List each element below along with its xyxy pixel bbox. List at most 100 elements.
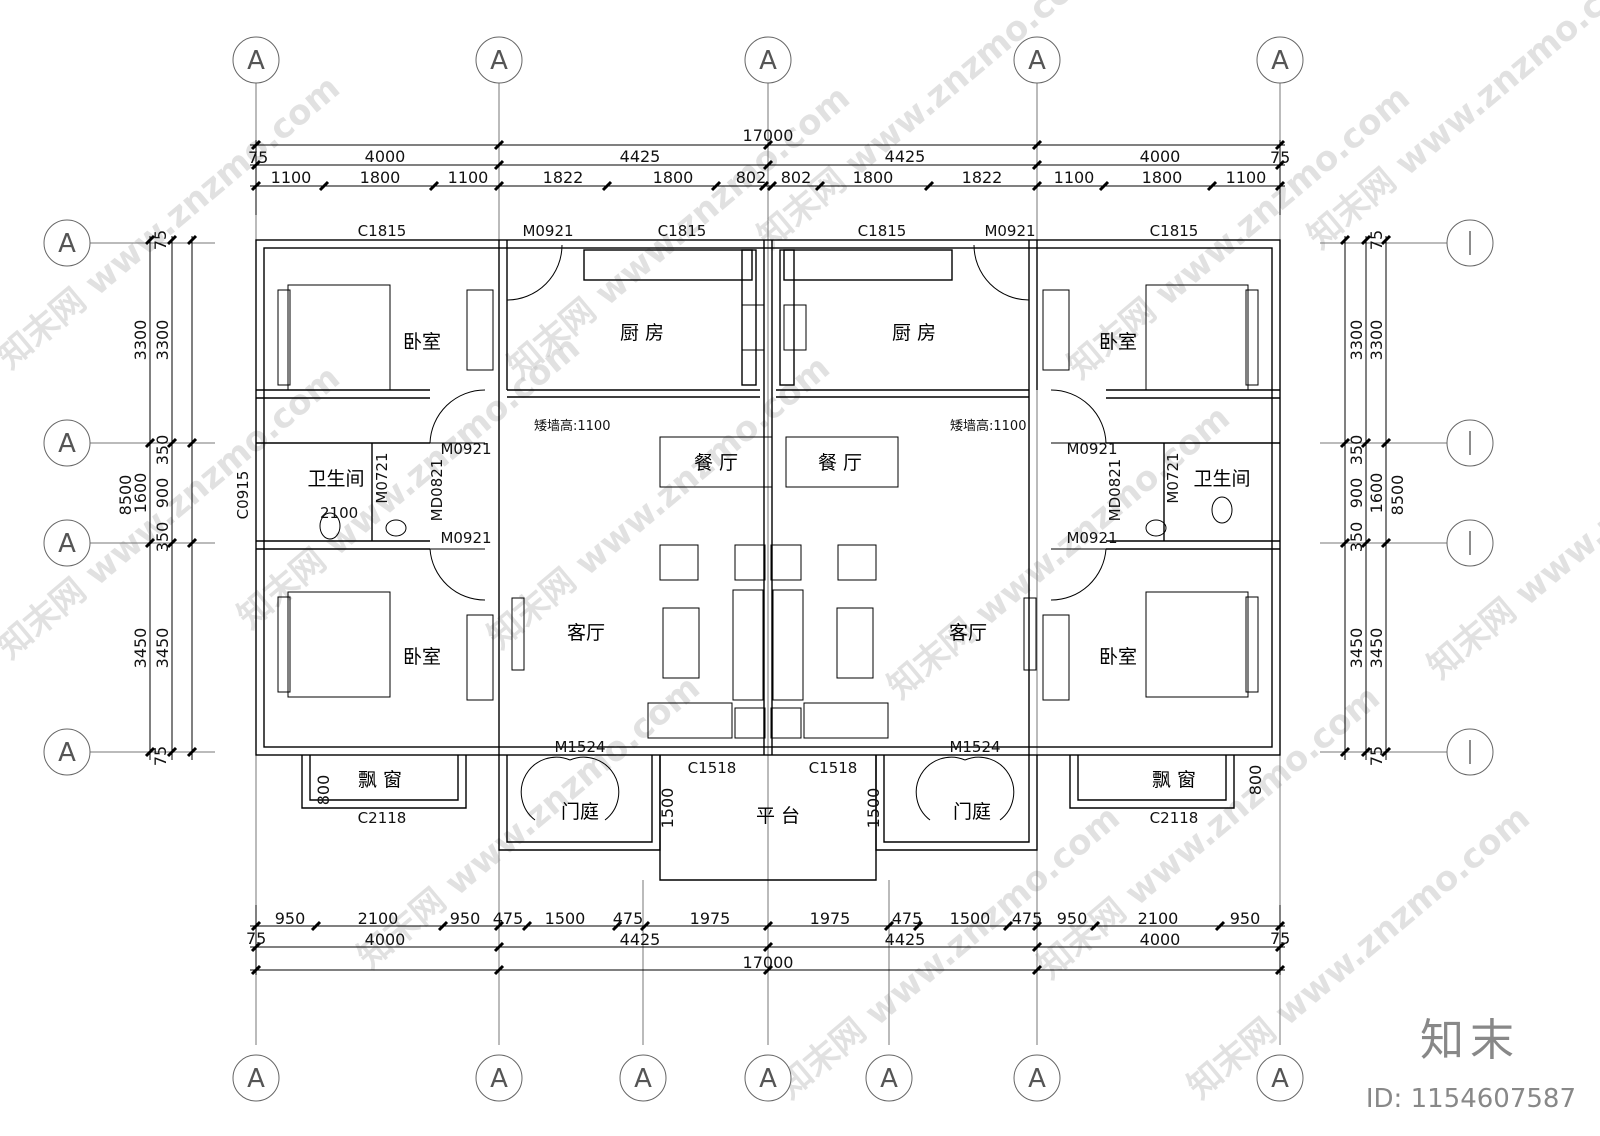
top-edge-dimension-right: 75: [1270, 148, 1290, 167]
bottom-detail-dimension: 2100: [358, 909, 399, 928]
dimension-tick: [1206, 180, 1218, 192]
window-code: C1815: [858, 222, 907, 240]
watermark-text: 知末网 www.znzmo.com: [880, 398, 1238, 707]
door-code: M0921: [440, 440, 491, 458]
dimension-tick: [166, 537, 178, 549]
axis-bubble-label: A: [58, 429, 76, 459]
dimension-tick: [1360, 437, 1372, 449]
window-code: C2118: [1150, 809, 1199, 827]
axis-bubble-label: A: [759, 46, 777, 76]
door-code: MD0821: [428, 459, 446, 522]
door-swings: [429, 244, 1107, 821]
bay-depth-dimension: 800: [1246, 765, 1265, 796]
axis-bubble-label: A: [759, 1064, 777, 1094]
left-outer-dimension: 1600: [131, 473, 150, 514]
door-code: MD0821: [1106, 459, 1124, 522]
axis-bubble-right: [1446, 219, 1494, 267]
walls: [255, 239, 1281, 881]
bottom-edge-dimension-left: 75: [246, 929, 266, 948]
axis-bubble-label: A: [247, 46, 265, 76]
axis-bubble: A: [744, 1054, 792, 1102]
dimension-tick: [144, 437, 156, 449]
dimension-tick: [601, 180, 613, 192]
dimension-tick: [762, 964, 774, 976]
top-dimension-ticks: [250, 139, 1286, 192]
bottom-detail-dimension: 950: [1057, 909, 1088, 928]
dimension-tick: [493, 159, 505, 171]
door-code: M0921: [1066, 529, 1117, 547]
bottom-detail-dimension: 1500: [545, 909, 586, 928]
bottom-detail-dimension: 1975: [690, 909, 731, 928]
dimension-tick: [1002, 920, 1014, 932]
dimension-tick: [166, 234, 178, 246]
dimension-tick: [1274, 139, 1286, 151]
dimension-tick: [1339, 234, 1351, 246]
dimension-tick: [428, 180, 440, 192]
low-wall-note: 矮墙高:1100: [950, 418, 1026, 434]
left-inner-dimension: 3450: [153, 628, 172, 669]
axis-bubble: A: [475, 1054, 523, 1102]
top-main-dimension: 4425: [885, 147, 926, 166]
room-label-dining: 餐 厅: [694, 452, 738, 474]
dimension-tick: [493, 180, 505, 192]
axis-bubble: A: [232, 36, 280, 84]
dimension-tick: [250, 139, 262, 151]
bottom-total-dimension: 17000: [743, 953, 794, 972]
door-code: M1524: [554, 738, 605, 756]
dimension-tick: [521, 920, 533, 932]
image-id-label: ID: 1154607587: [1365, 1084, 1576, 1114]
window-code: C0915: [234, 471, 252, 520]
dimension-tick: [758, 180, 770, 192]
dimension-tick: [762, 941, 774, 953]
room-label-bathroom: 卫生间: [307, 468, 364, 490]
bottom-main-dimension: 4000: [365, 930, 406, 949]
dimension-tick: [1031, 941, 1043, 953]
door-code: M0921: [1066, 440, 1117, 458]
side-dimension-lines: [149, 236, 1387, 760]
top-detail-dimension: 802: [781, 168, 812, 187]
right-outer-dimension: 900: [1347, 478, 1366, 509]
bottom-dimension-ticks: [250, 920, 1286, 976]
platform-depth-dimension: 1500: [658, 788, 677, 829]
left-edge-dimension: 75: [151, 230, 170, 250]
dimension-tick: [186, 234, 198, 246]
right-inner-dimension: 3300: [1367, 320, 1386, 361]
axis-bubble-label: A: [58, 738, 76, 768]
dimension-tick: [144, 537, 156, 549]
bottom-detail-dimension: 475: [892, 909, 923, 928]
axis-bubble-label: A: [1271, 46, 1289, 76]
furniture: [277, 284, 1259, 739]
top-detail-dimension: 1800: [1142, 168, 1183, 187]
door-code: M0921: [984, 222, 1035, 240]
axis-bubble: A: [43, 519, 91, 567]
dimension-tick: [762, 920, 774, 932]
dimension-tick: [493, 941, 505, 953]
room-label-bedroom: 卧室: [403, 646, 441, 668]
dimension-tick: [1360, 537, 1372, 549]
axis-bubble-right: [1446, 419, 1494, 467]
dimension-tick: [883, 920, 895, 932]
axis-bubble-label: A: [490, 1064, 508, 1094]
axis-bubble-label: A: [58, 529, 76, 559]
door-code: M0721: [373, 452, 391, 503]
watermark-text: 知末网 www.znzmo.com: [0, 68, 348, 377]
top-main-dimension: 4425: [620, 147, 661, 166]
bottom-main-dimension: 4000: [1140, 930, 1181, 949]
dimension-tick: [310, 920, 322, 932]
dimension-tick: [1360, 234, 1372, 246]
dimension-tick: [912, 920, 924, 932]
axis-bubble: A: [232, 1054, 280, 1102]
left-side-dimensions: 3300 1600 3450 3300 350 900 350 3450 75 …: [131, 230, 172, 766]
dimension-tick: [166, 746, 178, 758]
dimension-tick: [493, 964, 505, 976]
bottom-detail-dimension: 475: [613, 909, 644, 928]
right-outer-dimension: 3450: [1347, 628, 1366, 669]
right-outer-dimension: 350: [1347, 522, 1366, 553]
right-side-dimensions: 3300 350 900 350 3450 3300 1600 3450 75 …: [1347, 230, 1407, 766]
axis-bubble: A: [865, 1054, 913, 1102]
right-outer-dimension: 350: [1347, 435, 1366, 466]
dimension-tick: [814, 180, 826, 192]
dimension-tick: [1339, 437, 1351, 449]
dimension-tick: [250, 964, 262, 976]
top-detail-dimension: 1100: [1054, 168, 1095, 187]
